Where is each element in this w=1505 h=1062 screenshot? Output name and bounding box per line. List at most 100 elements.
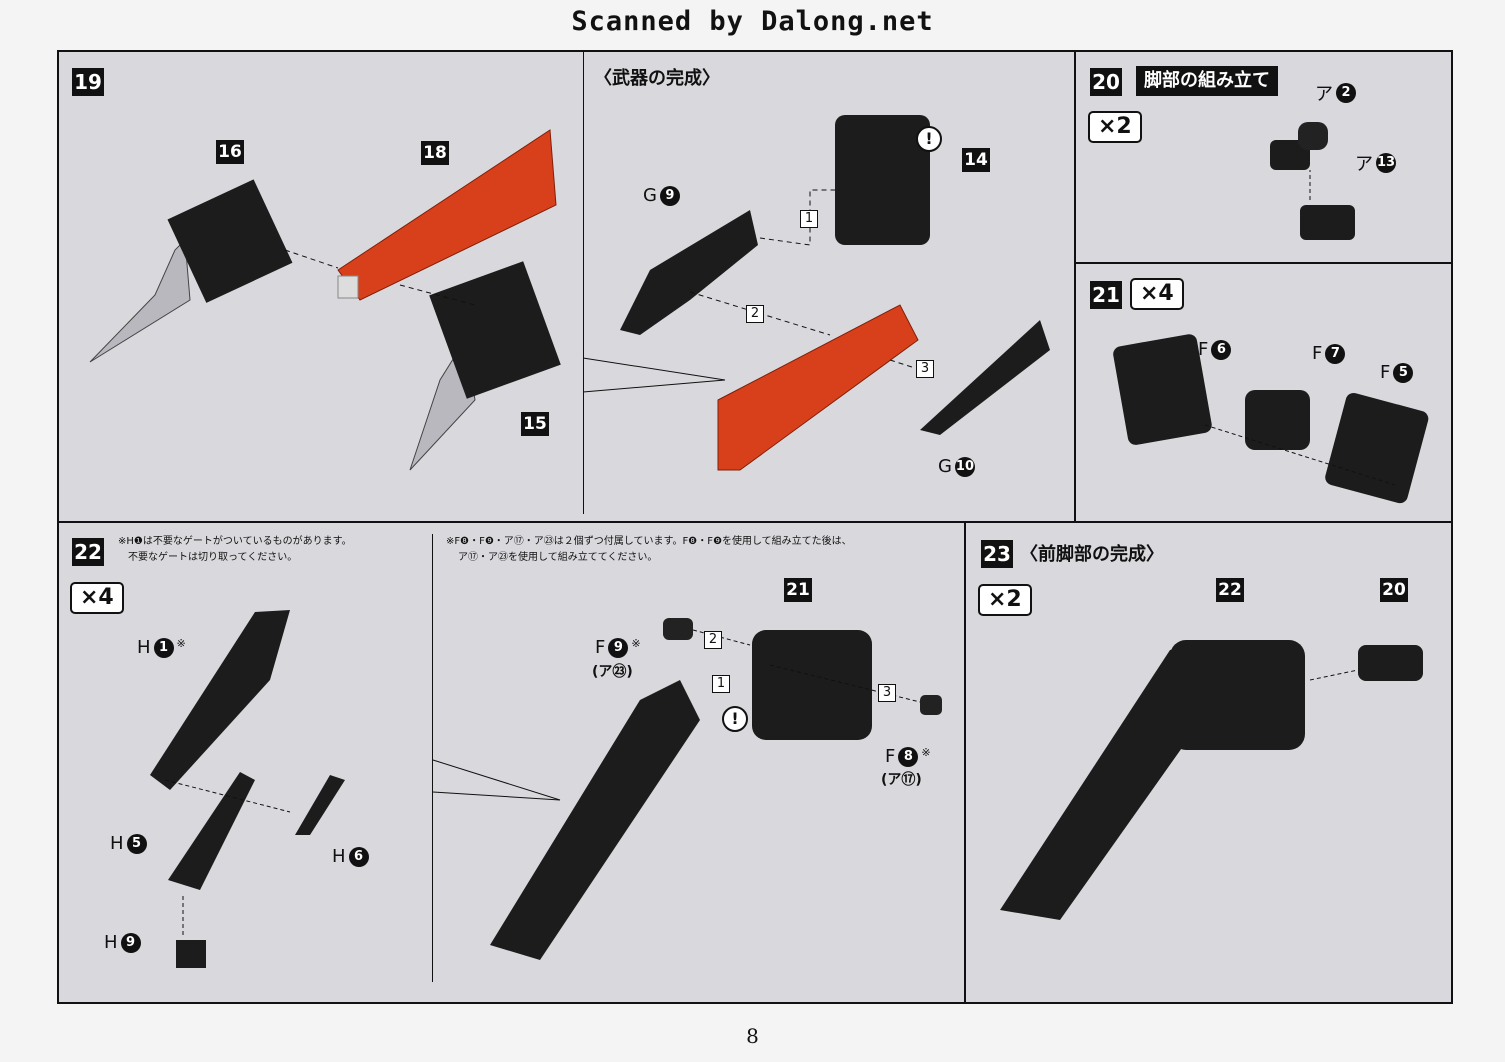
- part-g9: [620, 210, 758, 335]
- scan-credit: Scanned by Dalong.net: [571, 6, 934, 37]
- part-label-18: 18: [421, 141, 449, 165]
- callout-line: [432, 791, 561, 801]
- note-mark: ※: [631, 637, 641, 650]
- assembly-line: [399, 284, 476, 306]
- front-leg-complete-title: 〈前脚部の完成〉: [1020, 544, 1164, 565]
- part-14: [835, 115, 930, 245]
- note-spare-parts: ※F❽・F❾・ア⑰・ア㉓は２個ずつ付属しています。F❽・F❾を使用して組み立てた…: [446, 536, 852, 547]
- alt-part-a17: (ア⑰): [881, 772, 922, 788]
- leg-assembly-title: 脚部の組み立て: [1136, 66, 1278, 96]
- part-letter: F: [1312, 343, 1323, 364]
- callout-line: [582, 357, 726, 381]
- step-number: 23: [981, 540, 1013, 568]
- part-22: [1170, 640, 1305, 750]
- blade-16: [89, 238, 191, 363]
- part-label-a13: ア 13: [1355, 150, 1396, 176]
- part-a2-ring: [1298, 122, 1328, 150]
- part-number: 8: [898, 746, 919, 767]
- divider: [432, 534, 434, 982]
- part-number: 10: [954, 456, 975, 477]
- part-label-21: 21: [784, 578, 812, 602]
- divider: [964, 522, 966, 1003]
- part-letter: G: [938, 456, 952, 477]
- page-number: 8: [746, 1024, 759, 1048]
- divider: [58, 521, 1452, 523]
- assembly-line: [1309, 669, 1359, 681]
- part-f7: [1245, 390, 1310, 450]
- note-spare-parts-use: ア⑰・ア㉓を使用して組み立ててください。: [458, 552, 658, 563]
- note-mark: ※: [921, 746, 931, 759]
- quantity-badge: ×2: [1088, 111, 1142, 143]
- step-number: 19: [72, 68, 104, 96]
- part-label-f6: F 6: [1198, 339, 1232, 360]
- part-letter: H: [332, 846, 346, 867]
- assembly-line: [164, 779, 291, 813]
- part-label-h9: H 9: [104, 932, 141, 953]
- part-g10: [920, 320, 1050, 435]
- order-3: 3: [916, 360, 934, 378]
- part-letter: F: [1380, 362, 1391, 383]
- order-1: 1: [712, 675, 730, 693]
- part-21: [752, 630, 872, 740]
- part-label-h5: H 5: [110, 833, 147, 854]
- assembly-line: [759, 189, 840, 246]
- quantity-badge: ×2: [978, 584, 1032, 616]
- part-a13: [1300, 205, 1355, 240]
- part-15: [429, 261, 561, 399]
- part-letter: ア: [1355, 154, 1373, 175]
- leg-arm: [490, 680, 700, 960]
- part-letter: H: [110, 833, 124, 854]
- part-letter: H: [104, 932, 118, 953]
- part-label-f8: F 8 ※: [885, 746, 931, 767]
- assembly-line: [284, 249, 339, 269]
- divider: [583, 51, 584, 514]
- part-number: 5: [126, 833, 147, 854]
- part-16: [167, 179, 293, 303]
- part-number: 9: [120, 932, 141, 953]
- part-number: 2: [1336, 83, 1356, 103]
- divider: [1075, 262, 1452, 264]
- part-label-15: 15: [521, 412, 549, 436]
- part-label-g10: G 10: [938, 456, 975, 477]
- part-f9: [663, 618, 693, 640]
- quantity-badge: ×4: [70, 582, 124, 614]
- part-letter: ア: [1315, 84, 1333, 105]
- part-label-f7: F 7: [1312, 343, 1346, 364]
- assembly-line: [1204, 424, 1396, 486]
- barrel-tip: [337, 275, 359, 299]
- part-number: 7: [1325, 343, 1346, 364]
- quantity-badge: ×4: [1130, 278, 1184, 310]
- part-f5: [1325, 392, 1429, 504]
- order-2: 2: [704, 631, 722, 649]
- part-letter: G: [643, 185, 657, 206]
- part-label-h6: H 6: [332, 846, 369, 867]
- part-a2: [1270, 140, 1310, 170]
- part-letter: F: [1198, 339, 1209, 360]
- note-gate: ※H❶は不要なゲートがついているものがあります。: [118, 536, 352, 547]
- part-number: 6: [348, 846, 369, 867]
- caution-icon: !: [722, 706, 748, 732]
- part-label-16: 16: [216, 140, 244, 164]
- part-number: 9: [659, 185, 680, 206]
- part-f8: [920, 695, 942, 715]
- step-number: 20: [1090, 68, 1122, 96]
- part-letter: F: [595, 637, 606, 658]
- part-label-h1: H 1 ※: [137, 637, 186, 658]
- divider: [1074, 51, 1076, 523]
- part-label-g9: G 9: [643, 185, 680, 206]
- order-3: 3: [878, 684, 896, 702]
- weapon-complete-title: 〈武器の完成〉: [594, 68, 720, 89]
- part-number: 1: [153, 637, 174, 658]
- part-f6: [1113, 334, 1212, 445]
- part-h1: [150, 610, 290, 790]
- part-letter: H: [137, 637, 151, 658]
- alt-part-a23: (ア㉓): [592, 664, 633, 680]
- part-label-20: 20: [1380, 578, 1408, 602]
- callout-line: [432, 759, 561, 801]
- part-label-a2: ア 2: [1315, 80, 1356, 106]
- part-h6: [295, 775, 345, 835]
- note-gate-cut: 不要なゲートは切り取ってください。: [128, 552, 298, 563]
- part-label-14: 14: [962, 148, 990, 172]
- part-label-f5: F 5: [1380, 362, 1414, 383]
